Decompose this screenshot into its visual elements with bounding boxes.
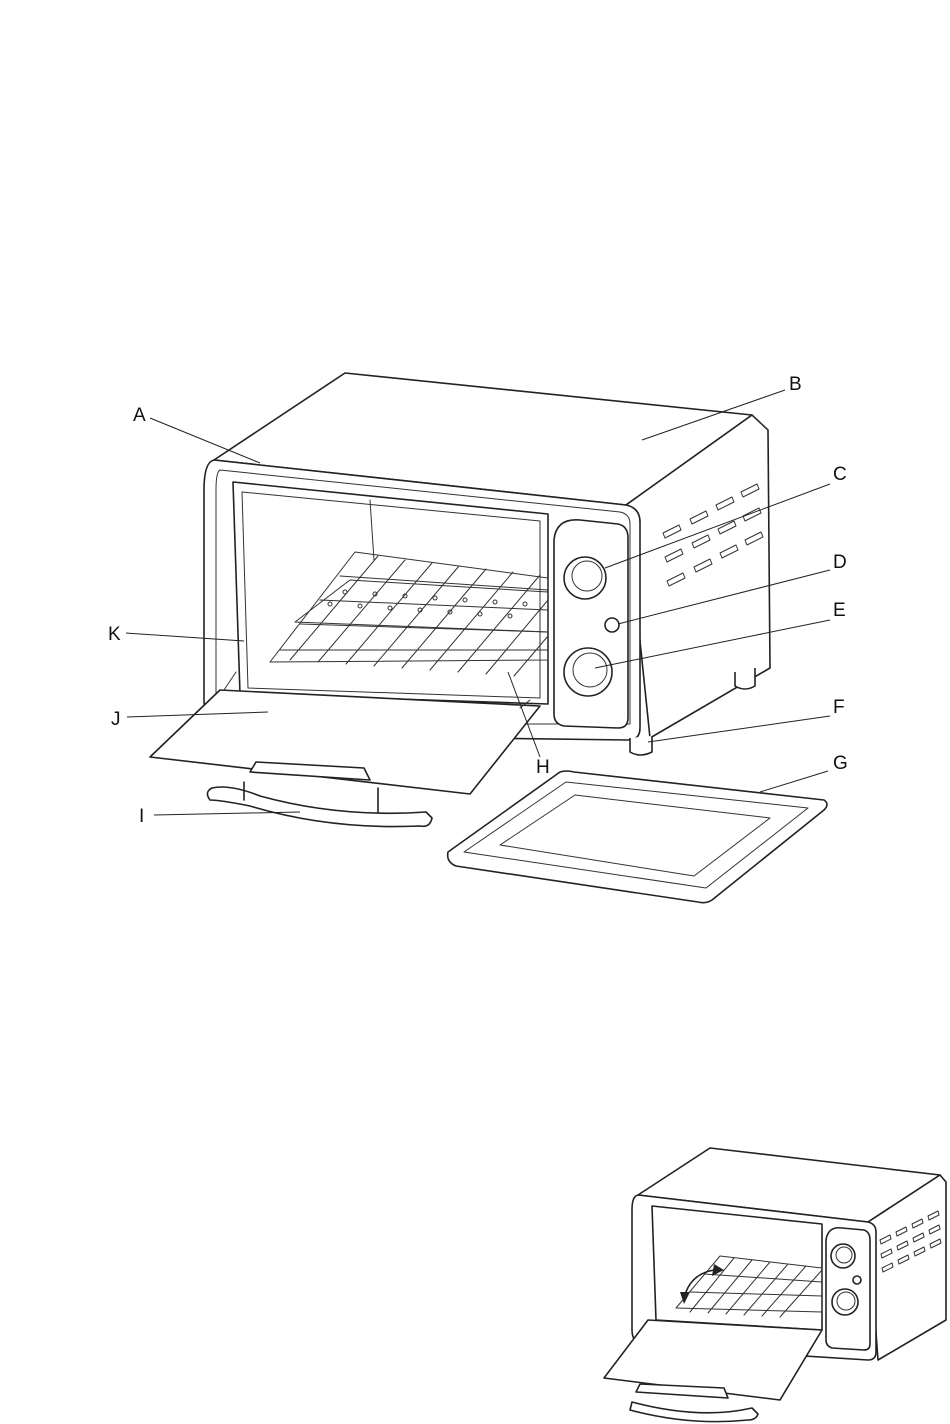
door-handle (207, 787, 432, 827)
label-b: B (789, 374, 802, 395)
label-c: C (833, 464, 847, 485)
label-g: G (833, 753, 848, 774)
label-e: E (833, 600, 846, 621)
label-j: J (111, 709, 121, 730)
power-indicator-light (605, 618, 619, 632)
oven-foot-front (630, 736, 652, 755)
oven-cavity (233, 482, 548, 704)
timer-knob (564, 557, 606, 599)
label-f: F (833, 697, 845, 718)
toaster-oven (150, 373, 770, 827)
small-oven-rack-illustration (604, 1148, 946, 1422)
label-k: K (108, 624, 121, 645)
temperature-knob (564, 648, 612, 696)
label-h: H (536, 757, 550, 778)
baking-tray (448, 771, 827, 903)
label-i: I (139, 806, 144, 827)
label-a: A (133, 405, 146, 426)
label-d: D (833, 552, 847, 573)
